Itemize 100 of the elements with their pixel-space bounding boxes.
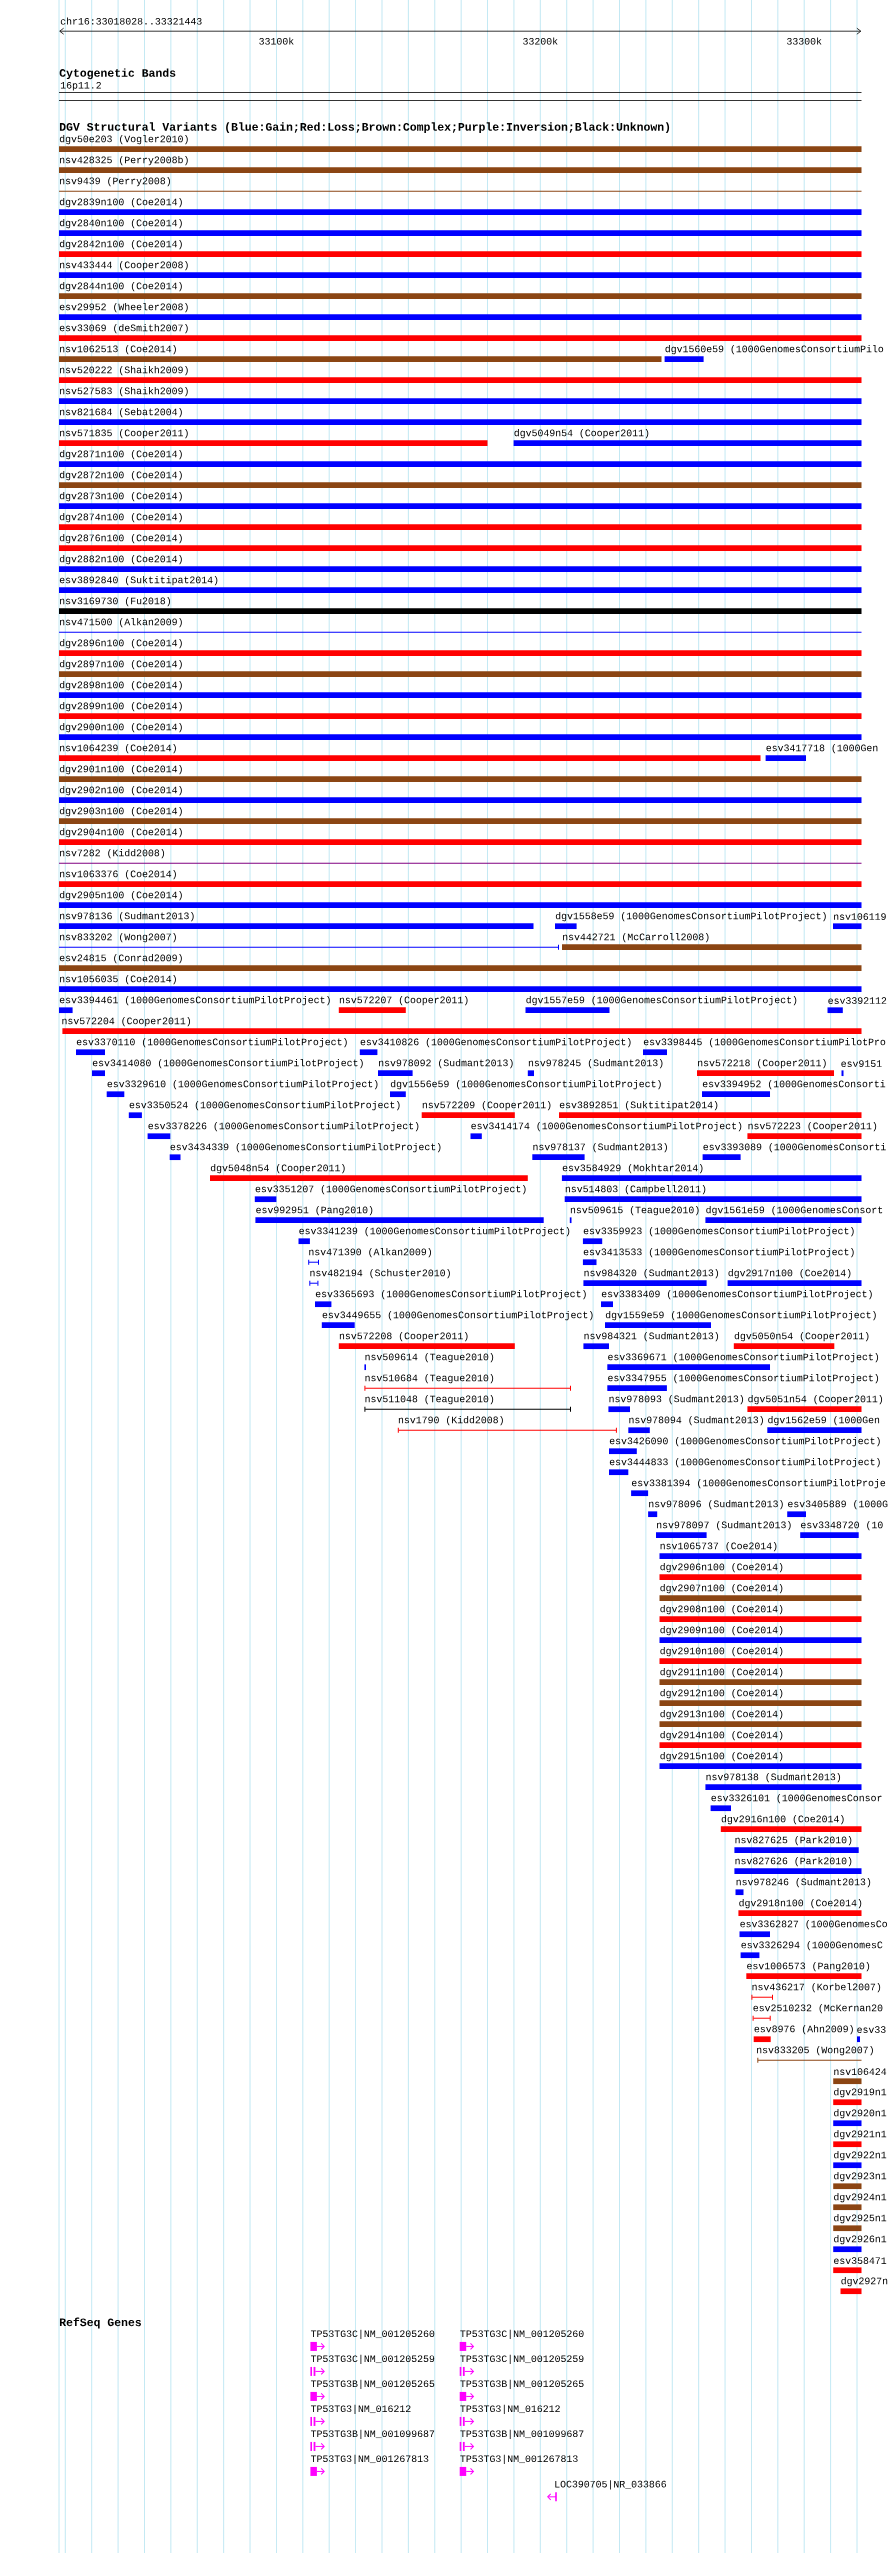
variant-label: dgv2876n100 (Coe2014) bbox=[59, 534, 182, 544]
variant-label: nsv572218 (Cooper2011) bbox=[698, 1059, 826, 1069]
gene-label: TP53TG3|NM_016212 bbox=[310, 2404, 411, 2415]
gene-label: TP53TG3B|NM_001205265 bbox=[310, 2379, 435, 2390]
variant-label: nsv821684 (Sebat2004) bbox=[60, 408, 182, 418]
variant-label: dgv2844n100 (Coe2014) bbox=[59, 282, 182, 292]
variant-label: dgv2912n100 (Coe2014) bbox=[660, 1689, 783, 1699]
variant-label: esv3350524 (1000GenomesConsortiumPilotProject) bbox=[129, 1101, 400, 1111]
variant-label: esv3383409 (1000GenomesConsortiumPilotProject) bbox=[601, 1290, 872, 1300]
variant-label: nsv572208 (Cooper2011) bbox=[339, 1332, 468, 1342]
variant-label: dgv2917n100 (Coe2014) bbox=[728, 1269, 851, 1279]
variant-label: nsv978137 (Sudmant2013) bbox=[533, 1143, 667, 1153]
variant-label: dgv2921n1 bbox=[834, 2130, 887, 2140]
variant-label: dgv2915n100 (Coe2014) bbox=[660, 1752, 783, 1762]
variant-label: dgv2840n100 (Coe2014) bbox=[59, 219, 182, 229]
variant-label: nsv984321 (Sudmant2013) bbox=[584, 1332, 719, 1342]
variant-label: nsv978093 (Sudmant2013) bbox=[609, 1395, 744, 1405]
gene-label: TP53TG3C|NM_001205259 bbox=[460, 2354, 584, 2365]
variant-label: nsv1063376 (Coe2014) bbox=[60, 870, 176, 880]
variant-label: dgv2925n1 bbox=[834, 2214, 887, 2224]
scale-label: 33300k bbox=[787, 37, 822, 45]
variant-label: esv3381394 (1000GenomesConsortiumPilotProje bbox=[631, 1479, 886, 1489]
gene-label: TP53TG3|NM_016212 bbox=[460, 2404, 560, 2415]
variant-label: dgv5051n54 (Cooper2011) bbox=[748, 1395, 883, 1405]
variant-label: dgv2897n100 (Coe2014) bbox=[59, 660, 182, 670]
variant-label: nsv572204 (Cooper2011) bbox=[62, 1017, 191, 1027]
variant-label: dgv1556e59 (1000GenomesConsortiumPilotProject) bbox=[390, 1080, 661, 1090]
variant-label: esv9151 bbox=[841, 1060, 882, 1067]
variant-label: esv3892840 (Suktitipat2014) bbox=[59, 576, 218, 586]
variant-label: nsv436217 (Korbel2007) bbox=[752, 1983, 881, 1993]
variant-label: esv29952 (Wheeler2008) bbox=[59, 303, 188, 313]
variant-label: dgv5049n54 (Cooper2011) bbox=[514, 429, 649, 439]
scale-label: 33200k bbox=[523, 37, 558, 45]
variant-label: dgv2919n1 bbox=[834, 2088, 887, 2098]
variant-label: dgv2922n1 bbox=[834, 2151, 887, 2161]
variant-label: nsv9439 (Perry2008) bbox=[60, 177, 170, 187]
variant-label: esv3392112 bbox=[828, 997, 887, 1004]
variant-label: dgv2906n100 (Coe2014) bbox=[660, 1563, 783, 1573]
variant-label: nsv978245 (Sudmant2013) bbox=[528, 1059, 663, 1069]
variant-label: esv3405889 (1000G bbox=[788, 1500, 888, 1510]
variant-label: nsv106119 bbox=[834, 913, 886, 920]
variant-label: dgv2903n100 (Coe2014) bbox=[59, 807, 182, 817]
variant-label: nsv433444 (Cooper2008) bbox=[60, 261, 188, 271]
variant-label: dgv2916n100 (Coe2014) bbox=[721, 1815, 844, 1825]
variant-label: esv3444833 (1000GenomesConsortiumPilotProject) bbox=[609, 1458, 880, 1468]
variant-label: nsv1056035 (Coe2014) bbox=[60, 975, 176, 985]
variant-label: dgv2910n100 (Coe2014) bbox=[660, 1647, 783, 1657]
variant-label: nsv1064239 (Coe2014) bbox=[60, 744, 176, 754]
variant-label: esv3351207 (1000GenomesConsortiumPilotProject) bbox=[255, 1185, 526, 1195]
variant-label: esv3417718 (1000Gen bbox=[766, 744, 878, 754]
variant-label: dgv2871n100 (Coe2014) bbox=[59, 450, 182, 460]
gene-label: TP53TG3|NM_001267813 bbox=[310, 2454, 429, 2465]
variant-label: nsv827626 (Park2010) bbox=[735, 1857, 852, 1867]
variant-label: dgv2913n100 (Coe2014) bbox=[660, 1710, 783, 1720]
variant-label: esv8976 (Ahn2009) bbox=[754, 2025, 853, 2035]
variant-label: esv33 bbox=[857, 2026, 886, 2033]
variant-label: nsv978097 (Sudmant2013) bbox=[657, 1521, 791, 1531]
variant-label: nsv509615 (Teague2010) bbox=[570, 1206, 699, 1216]
variant-label: dgv2904n100 (Coe2014) bbox=[59, 828, 182, 838]
variant-label: esv24815 (Conrad2009) bbox=[59, 954, 182, 964]
variant-label: dgv2882n100 (Coe2014) bbox=[59, 555, 182, 565]
variant-label: dgv2898n100 (Coe2014) bbox=[59, 681, 182, 691]
variant-label: dgv2923n1 bbox=[834, 2172, 887, 2182]
variant-label: nsv511048 (Teague2010) bbox=[365, 1395, 494, 1405]
variant-label: nsv509614 (Teague2010) bbox=[365, 1353, 494, 1363]
gene-label: LOC390705|NR_033866 bbox=[555, 2480, 666, 2490]
variant-label: nsv572223 (Cooper2011) bbox=[748, 1122, 877, 1132]
variant-label: nsv520222 (Shaikh2009) bbox=[60, 366, 188, 376]
variant-label: nsv978246 (Sudmant2013) bbox=[736, 1878, 871, 1888]
gene-label: TP53TG3|NM_001267813 bbox=[460, 2454, 578, 2465]
variant-label: dgv2873n100 (Coe2014) bbox=[59, 492, 182, 502]
variant-label: dgv2920n1 bbox=[834, 2109, 887, 2119]
variant-label: nsv1065737 (Coe2014) bbox=[660, 1542, 777, 1552]
variant-label: nsv482194 (Schuster2010) bbox=[310, 1269, 450, 1279]
variant-label: nsv106424 bbox=[834, 2068, 887, 2075]
variant-label: esv3414080 (1000GenomesConsortiumPilotProject) bbox=[92, 1059, 363, 1069]
variant-label: esv358471 bbox=[834, 2257, 887, 2264]
variant-label: esv3414174 (1000GenomesConsortiumPilotProject) bbox=[471, 1122, 742, 1132]
variant-label: esv3362827 (1000GenomesCo bbox=[740, 1920, 887, 1930]
variant-label: esv3326101 (1000GenomesConsor bbox=[711, 1794, 882, 1804]
variant-label: esv3394461 (1000GenomesConsortiumPilotProject) bbox=[59, 996, 330, 1006]
variant-label: dgv2927n bbox=[841, 2277, 888, 2287]
variant-label: nsv978138 (Sudmant2013) bbox=[706, 1773, 841, 1783]
variant-label: dgv2905n100 (Coe2014) bbox=[59, 891, 182, 901]
variant-label: dgv2874n100 (Coe2014) bbox=[59, 513, 182, 523]
variant-label: esv3584929 (Mokhtar2014) bbox=[562, 1164, 703, 1174]
variant-label: dgv2902n100 (Coe2014) bbox=[59, 786, 182, 796]
variant-label: dgv1558e59 (1000GenomesConsortiumPilotProject) bbox=[555, 912, 826, 922]
variant-label: nsv1062513 (Coe2014) bbox=[60, 345, 176, 355]
variant-label: nsv572209 (Cooper2011) bbox=[422, 1101, 551, 1111]
variant-label: esv3370110 (1000GenomesConsortiumPilotProject) bbox=[76, 1038, 347, 1048]
variant-label: esv3326294 (1000GenomesC bbox=[741, 1941, 883, 1951]
variant-label: nsv978096 (Sudmant2013) bbox=[649, 1500, 783, 1510]
variant-label: esv3398445 (1000GenomesConsortiumPilotPro bbox=[643, 1038, 886, 1048]
variant-label: dgv2914n100 (Coe2014) bbox=[660, 1731, 783, 1741]
variant-label: dgv2924n1 bbox=[834, 2193, 887, 2203]
variant-label: dgv1557e59 (1000GenomesConsortiumPilotProject) bbox=[526, 996, 797, 1006]
variant-label: nsv978136 (Sudmant2013) bbox=[60, 912, 194, 922]
variant-label: nsv571835 (Cooper2011) bbox=[60, 429, 188, 439]
variant-label: dgv1560e59 (1000GenomesConsortiumPilo bbox=[665, 345, 884, 355]
